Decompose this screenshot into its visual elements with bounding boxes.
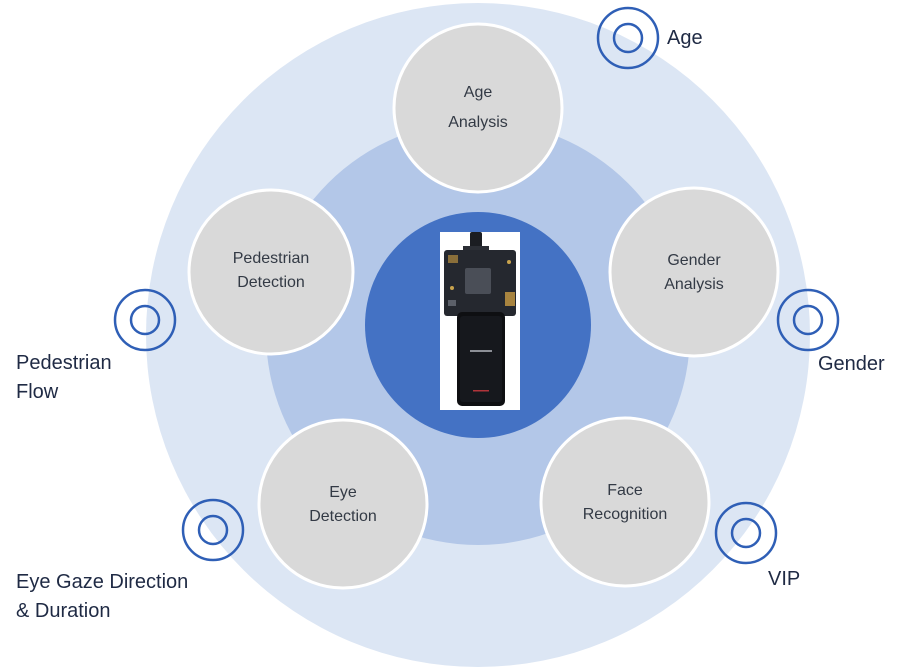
node-age-analysis xyxy=(392,22,564,194)
node-face-recognition-line2: Recognition xyxy=(582,506,668,523)
node-gender-analysis-line2: Analysis xyxy=(664,276,724,293)
device-image xyxy=(440,232,520,410)
output-gender-label: Gender xyxy=(818,350,885,379)
output-gender-line1: Gender xyxy=(818,353,885,375)
node-age-analysis-label: Age Analysis xyxy=(403,81,553,135)
node-gender-analysis xyxy=(608,186,780,358)
node-eye-detection-label: Eye Detection xyxy=(268,481,418,529)
output-pedestrian-flow-line1: Pedestrian xyxy=(16,352,112,374)
output-eye-gaze-line2: & Duration xyxy=(16,600,111,622)
node-eye-detection xyxy=(257,418,429,590)
node-gender-analysis-line1: Gender xyxy=(667,252,721,269)
node-face-recognition xyxy=(539,416,711,588)
output-pedestrian-flow-label: Pedestrian Flow xyxy=(16,349,112,407)
output-eye-gaze-label: Eye Gaze Direction & Duration xyxy=(16,568,188,626)
node-pedestrian-detection-line2: Detection xyxy=(237,274,305,291)
output-age-line1: Age xyxy=(667,27,703,49)
node-pedestrian-detection xyxy=(187,188,355,356)
node-gender-analysis-label: Gender Analysis xyxy=(619,249,769,297)
age-target-icon xyxy=(596,6,660,70)
node-age-analysis-line1: Age xyxy=(463,84,493,101)
output-vip-line1: VIP xyxy=(768,568,801,590)
output-vip-label: VIP xyxy=(768,565,800,594)
node-eye-detection-line2: Detection xyxy=(309,508,377,525)
pedestrian-flow-target-icon xyxy=(113,288,177,352)
node-face-recognition-line1: Face xyxy=(607,482,643,499)
gender-target-icon xyxy=(776,288,840,352)
node-pedestrian-detection-label: Pedestrian Detection xyxy=(196,247,346,295)
node-age-analysis-line2: Analysis xyxy=(448,114,508,131)
output-age-label: Age xyxy=(667,24,703,53)
output-eye-gaze-line1: Eye Gaze Direction xyxy=(16,571,189,593)
eye-gaze-target-icon xyxy=(181,498,245,562)
output-pedestrian-flow-line2: Flow xyxy=(16,381,59,403)
vip-target-icon xyxy=(714,501,778,565)
node-face-recognition-label: Face Recognition xyxy=(550,479,700,527)
node-eye-detection-line1: Eye xyxy=(329,484,357,501)
node-pedestrian-detection-line1: Pedestrian xyxy=(232,250,310,267)
